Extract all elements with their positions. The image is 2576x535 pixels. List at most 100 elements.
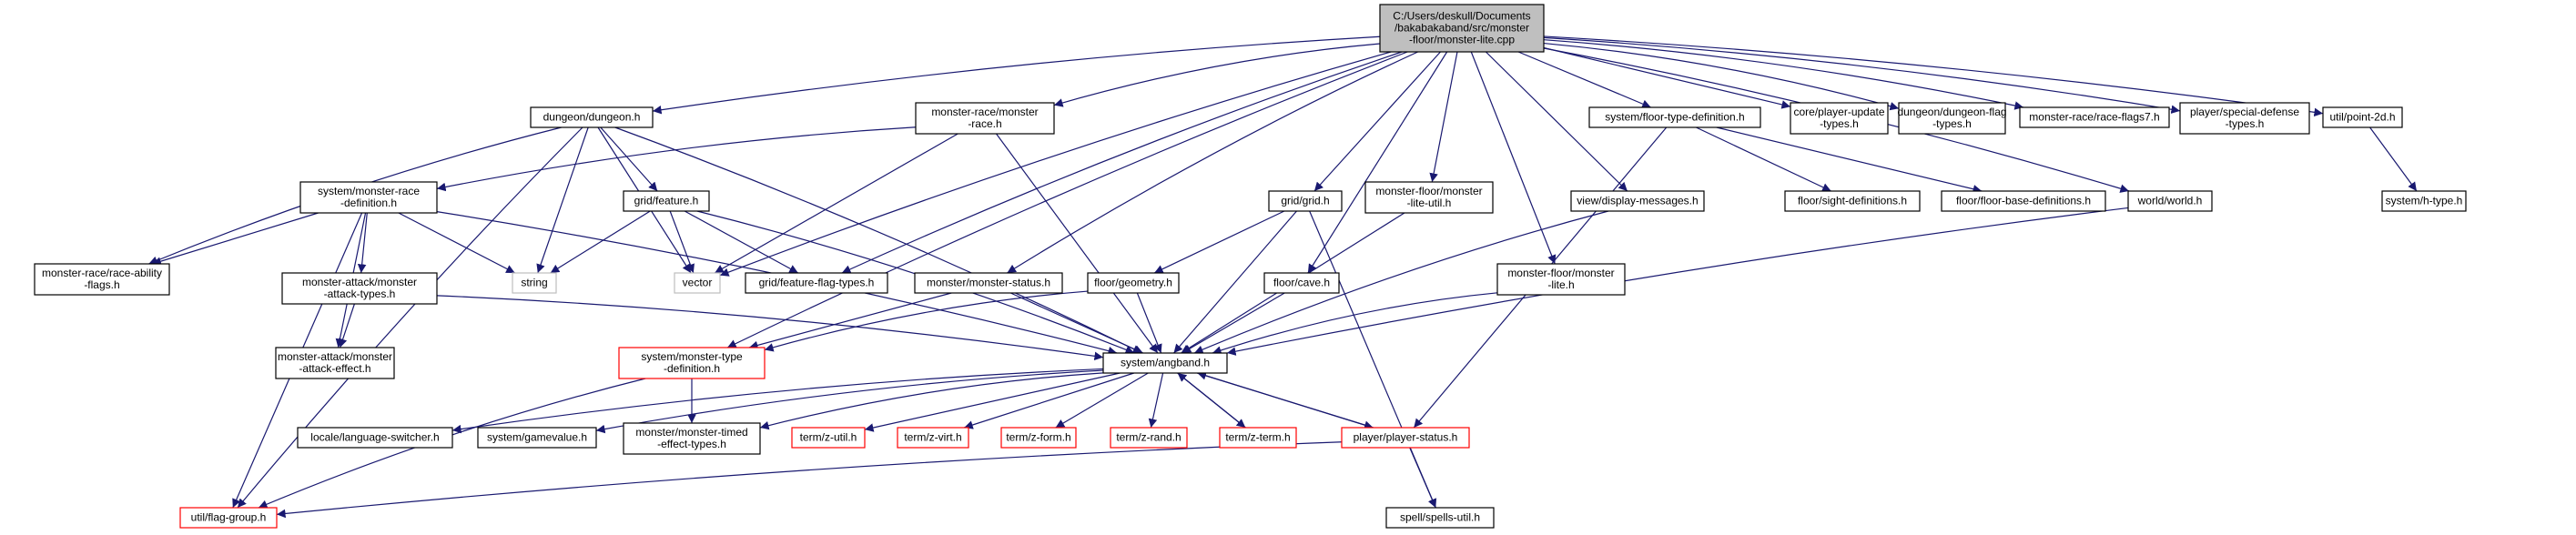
node-box — [1102, 352, 1228, 374]
node-cave[interactable]: floor/cave.h — [1263, 272, 1340, 294]
node-box — [915, 102, 1055, 135]
node-box — [791, 427, 866, 449]
node-langsw[interactable]: locale/language-switcher.h — [297, 427, 453, 449]
node-box — [897, 427, 969, 449]
edge-root-to-point2d — [1543, 35, 2324, 117]
node-playerupd[interactable]: core/player-update-types.h — [1790, 102, 1889, 135]
node-box — [1570, 190, 1705, 212]
node-label: system/gamevalue.h — [487, 431, 587, 444]
node-geometry[interactable]: floor/geometry.h — [1087, 272, 1180, 294]
node-mracedef[interactable]: system/monster-race-definition.h — [299, 181, 438, 214]
node-stringn[interactable]: string — [512, 272, 557, 294]
node-mstatus[interactable]: monster/monster-status.h — [914, 272, 1063, 294]
node-flaggroup[interactable]: util/flag-group.h — [179, 507, 278, 529]
node-label: monster-attack/monster — [302, 276, 417, 288]
node-zrand[interactable]: term/z-rand.h — [1110, 427, 1188, 449]
node-zterm[interactable]: term/z-term.h — [1219, 427, 1297, 449]
node-box — [477, 427, 597, 449]
node-label: string — [521, 277, 547, 289]
node-label: monster-floor/monster — [1375, 185, 1482, 197]
node-dispmsg[interactable]: view/display-messages.h — [1570, 190, 1705, 212]
node-dungeon[interactable]: dungeon/dungeon.h — [530, 106, 654, 128]
edge-angband-to-zrand — [1148, 372, 1164, 429]
node-angband[interactable]: system/angband.h — [1102, 352, 1228, 374]
edge-gridh-to-angband — [1173, 210, 1297, 354]
node-vectorn[interactable]: vector — [674, 272, 721, 294]
node-label: -attack-types.h — [324, 288, 396, 300]
edge-pstatus-to-angband — [1197, 371, 1374, 429]
node-specdef[interactable]: player/special-defense-types.h — [2179, 102, 2310, 135]
edge-angband-to-zform — [1055, 372, 1149, 429]
node-atkeffect[interactable]: monster-attack/monster-attack-effect.h — [275, 347, 395, 379]
node-htype[interactable]: system/h-type.h — [2381, 190, 2467, 212]
node-floortype[interactable]: system/floor-type-definition.h — [1588, 106, 1761, 128]
node-box — [2322, 106, 2403, 128]
node-label: monster-race/race-ability — [42, 267, 162, 279]
node-label: vector — [683, 277, 713, 289]
node-sightdef[interactable]: floor/sight-definitions.h — [1784, 190, 1921, 212]
edge-mracedef-to-stringn — [398, 212, 515, 274]
node-root[interactable]: C:/Users/deskull/Documents/bakabakaband/… — [1379, 4, 1545, 53]
node-label: monster-race/race-flags7.h — [2029, 111, 2159, 124]
node-label: -types.h — [2226, 117, 2265, 130]
edge-zterm-to-angband — [1177, 372, 1246, 429]
node-label: term/z-form.h — [1006, 431, 1070, 444]
edge-geometry-to-mtypedef — [764, 290, 1089, 352]
node-label: floor/geometry.h — [1094, 277, 1172, 289]
edge-dungeon-to-stringn — [536, 126, 589, 274]
node-label: system/monster-type — [641, 350, 743, 363]
node-feature[interactable]: grid/feature.h — [623, 190, 710, 212]
edge-root-to-mrace — [1053, 43, 1381, 107]
node-abilflags[interactable]: monster-race/race-ability-flags.h — [34, 263, 170, 296]
node-label: -definition.h — [340, 197, 397, 209]
node-timed[interactable]: monster/monster-timed-effect-types.h — [623, 422, 761, 455]
node-worldh[interactable]: world/world.h — [2127, 190, 2213, 212]
node-mtypedef[interactable]: system/monster-type-definition.h — [618, 347, 766, 379]
node-spells[interactable]: spell/spells-util.h — [1385, 507, 1495, 529]
node-gamevalue[interactable]: system/gamevalue.h — [477, 427, 597, 449]
node-box — [1784, 190, 1921, 212]
node-box — [1263, 272, 1340, 294]
node-atktypes[interactable]: monster-attack/monster-attack-types.h — [281, 272, 438, 305]
node-label: core/player-update — [1793, 106, 1884, 118]
node-label: util/flag-group.h — [191, 511, 267, 524]
edge-floortype-to-floorbase — [1716, 126, 1983, 194]
node-dunflag[interactable]: dungeon/dungeon-flag-types.h — [1897, 102, 2007, 135]
node-point2d[interactable]: util/point-2d.h — [2322, 106, 2403, 128]
node-mrace[interactable]: monster-race/monster-race.h — [915, 102, 1055, 135]
edge-pstatus-to-flaggroup — [276, 441, 1343, 519]
node-label: system/floor-type-definition.h — [1605, 111, 1744, 124]
node-mlutil[interactable]: monster-floor/monster-lite-util.h — [1364, 181, 1494, 214]
node-zutil[interactable]: term/z-util.h — [791, 427, 866, 449]
node-label: -types.h — [1932, 117, 1972, 130]
edge-angband-to-gamevalue — [595, 369, 1104, 434]
node-zvirt[interactable]: term/z-virt.h — [897, 427, 969, 449]
node-zform[interactable]: term/z-form.h — [1000, 427, 1077, 449]
edge-feature-to-featflag — [684, 210, 799, 274]
node-gridh[interactable]: grid/grid.h — [1268, 190, 1343, 212]
node-raceflags7[interactable]: monster-race/race-flags7.h — [2019, 106, 2170, 128]
node-label: -floor/monster-lite.cpp — [1409, 34, 1515, 46]
node-floorbase[interactable]: floor/floor-base-definitions.h — [1941, 190, 2106, 212]
node-label: term/z-util.h — [800, 431, 857, 444]
node-box — [1385, 507, 1495, 529]
node-label: /bakabakaband/src/monster — [1394, 22, 1529, 35]
node-mlite[interactable]: monster-floor/monster-lite.h — [1496, 263, 1626, 296]
node-box — [512, 272, 557, 294]
node-featflag[interactable]: grid/feature-flag-types.h — [745, 272, 888, 294]
node-pstatus[interactable]: player/player-status.h — [1341, 427, 1470, 449]
node-label: -race.h — [968, 117, 1001, 130]
node-label: spell/spells-util.h — [1400, 511, 1480, 524]
node-box — [2179, 102, 2310, 135]
node-label: monster-attack/monster — [278, 350, 392, 363]
edge-root-to-gridh — [1313, 51, 1441, 192]
node-label: monster-floor/monster — [1507, 267, 1614, 279]
edge-feature-to-stringn — [550, 210, 651, 274]
node-box — [530, 106, 654, 128]
node-box — [275, 347, 395, 379]
node-label: floor/sight-definitions.h — [1798, 195, 1907, 207]
node-label: system/monster-race — [318, 185, 420, 197]
node-label: -attack-effect.h — [299, 362, 370, 375]
edge-angband-to-timed — [759, 372, 1104, 430]
node-box — [1898, 102, 2006, 135]
